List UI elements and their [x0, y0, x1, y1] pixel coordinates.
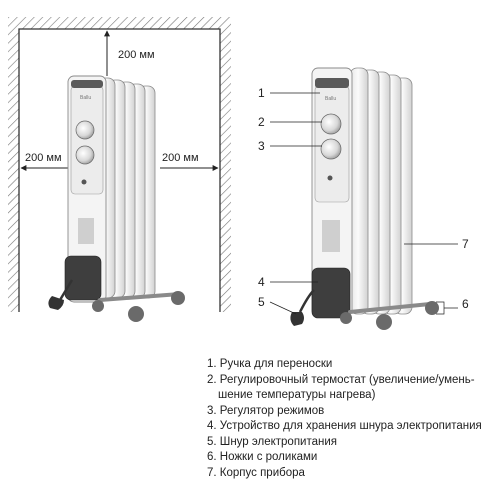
callouts: 1 2 3 4 5 6 7: [258, 86, 469, 315]
cord-holder: [64, 255, 102, 301]
radiator-fins: [349, 67, 413, 315]
niche-outline: [18, 28, 221, 312]
legend-item: шение температуры нагрева): [218, 389, 376, 401]
legend-item: 7. Корпус прибора: [207, 466, 305, 479]
legend-item: 2. Регулировочный термостат (увеличение/…: [207, 373, 475, 386]
brand-logo: Ballu: [325, 96, 336, 102]
power-cord: [298, 289, 315, 313]
right-clearance-label: 200 мм: [162, 152, 199, 164]
ceiling-hatch: [8, 17, 231, 29]
radiator-fins: [97, 77, 156, 299]
thermostat-knob: [75, 120, 95, 140]
power-cord: [58, 279, 74, 301]
parts-legend: 1. Ручка для переноски 2. Регулировочный…: [207, 357, 482, 481]
indicator-light: [327, 175, 333, 181]
callout-number: 1: [258, 86, 265, 100]
caster-feet: [340, 301, 439, 330]
callout-number: 6: [462, 297, 469, 311]
wall-niche: [8, 17, 231, 312]
callout-number: 3: [258, 139, 265, 153]
legend-item: 6. Ножки с роликами: [207, 451, 318, 463]
right-wall-hatch: [220, 29, 231, 312]
legend-item: 4. Устройство для хранения шнура электро…: [207, 420, 482, 432]
control-panel: [70, 85, 104, 195]
vent-grille: [78, 218, 94, 244]
callout-number: 7: [462, 237, 469, 251]
heater-left: Ballu: [48, 75, 185, 322]
vent-grille: [322, 220, 340, 252]
mode-knob: [75, 145, 95, 165]
brand-logo: Ballu: [80, 95, 91, 101]
left-clearance-label: 200 мм: [25, 152, 62, 164]
legend-item: 1. Ручка для переноски: [207, 358, 333, 370]
thermostat-knob: [320, 113, 342, 135]
caster-feet: [92, 291, 185, 322]
callout-number: 4: [258, 275, 265, 289]
heater-right: Ballu: [290, 67, 439, 330]
cord-holder: [311, 267, 351, 319]
handle: [71, 80, 103, 88]
callout-number: 5: [258, 295, 265, 309]
top-clearance-label: 200 мм: [118, 49, 155, 61]
handle: [315, 78, 349, 88]
left-wall-hatch: [8, 29, 19, 312]
indicator-light: [81, 179, 87, 185]
callout-number: 2: [258, 115, 265, 129]
power-plug: [290, 312, 304, 326]
mode-knob: [320, 138, 342, 160]
legend-item: 5. Шнур электропитания: [207, 435, 338, 448]
legend-item: 3. Регулятор режимов: [207, 404, 325, 417]
